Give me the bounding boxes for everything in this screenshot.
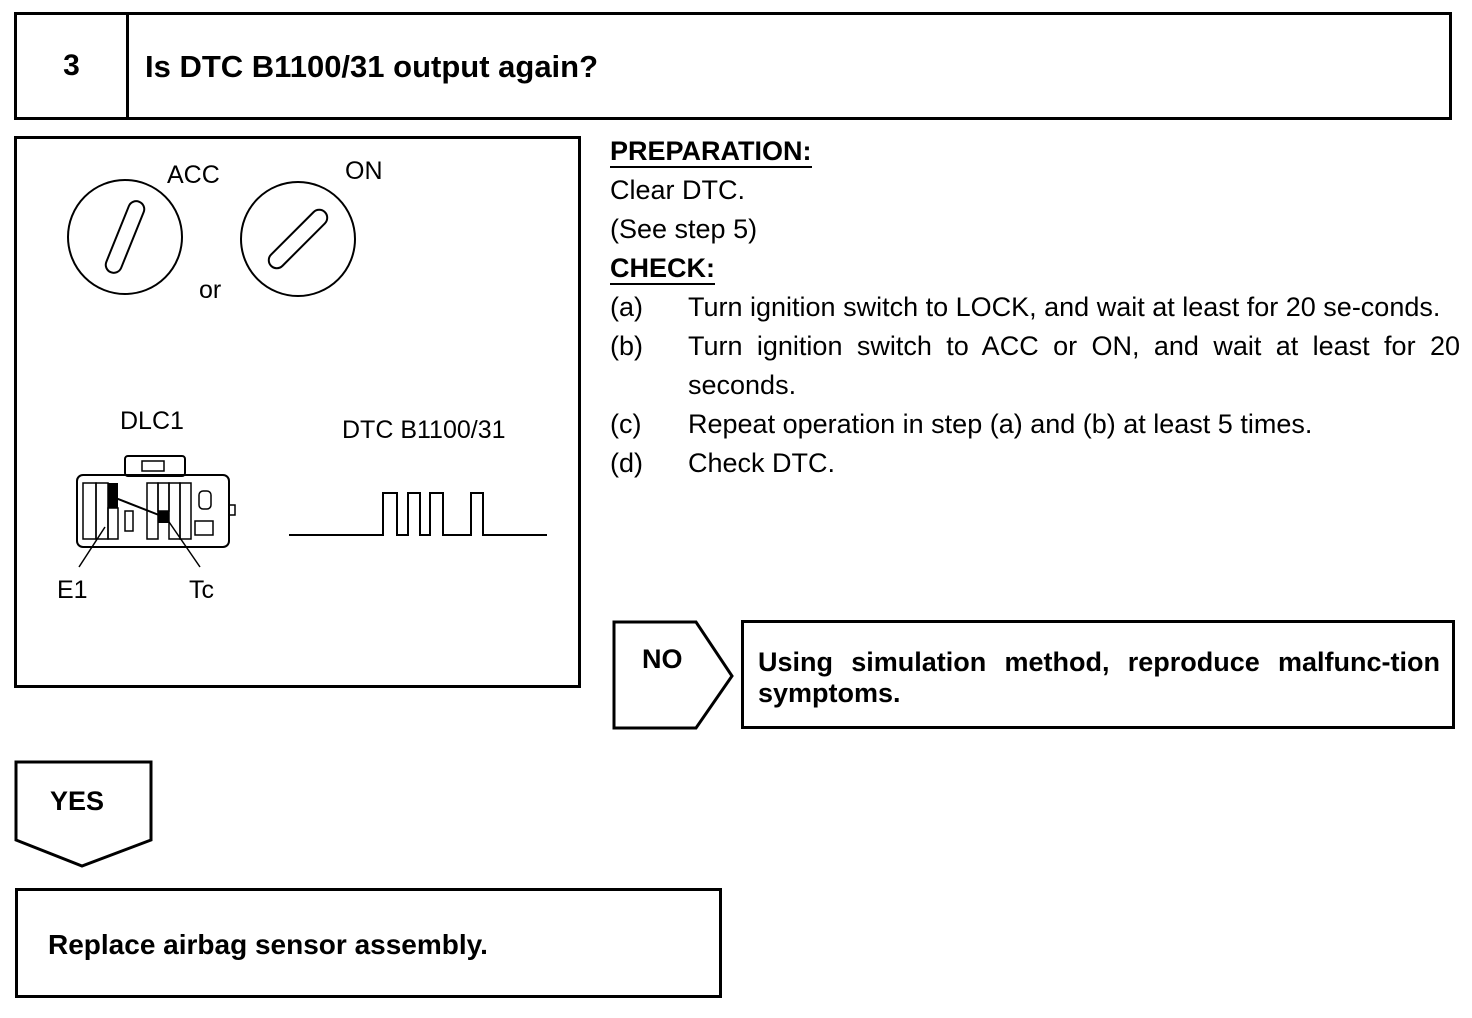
preparation-line: Clear DTC. — [610, 175, 746, 205]
check-step: (c) Repeat operation in step (a) and (b)… — [610, 405, 1460, 444]
dtc-code-label: DTC B1100/31 — [342, 416, 506, 444]
check-heading: CHECK: — [610, 253, 715, 285]
final-action-text: Replace airbag sensor assembly. — [48, 929, 488, 960]
on-label: ON — [345, 157, 383, 185]
check-step: (a) Turn ignition switch to LOCK, and wa… — [610, 288, 1460, 327]
yes-label: YES — [50, 786, 105, 816]
check-step-letter: (c) — [610, 409, 642, 439]
or-label: or — [199, 276, 222, 304]
no-arrow-shape — [612, 620, 734, 730]
procedure-text: PREPARATION: Clear DTC. (See step 5) CHE… — [610, 132, 1460, 483]
e1-terminal-label: E1 — [57, 576, 88, 604]
no-action-text: Using simulation method, reproduce malfu… — [758, 647, 1440, 708]
acc-label: ACC — [167, 161, 220, 189]
check-step-letter: (d) — [610, 448, 643, 478]
final-action-box: Replace airbag sensor assembly. — [15, 888, 722, 998]
diagram-drawing — [67, 179, 547, 568]
check-step-text: Turn ignition switch to LOCK, and wait a… — [688, 292, 1441, 322]
check-step-letter: (a) — [610, 292, 643, 322]
check-step-text: Turn ignition switch to ACC or ON, and w… — [688, 331, 1460, 400]
dlc1-label: DLC1 — [120, 407, 184, 435]
yes-arrow-shape — [14, 760, 153, 868]
on-key-cylinder-icon — [240, 181, 356, 297]
step-header: 3 Is DTC B1100/31 output again? — [14, 12, 1452, 120]
check-step-letter: (b) — [610, 331, 643, 361]
tc-terminal-label: Tc — [189, 576, 214, 604]
check-step: (d) Check DTC. — [610, 444, 1460, 483]
step-question: Is DTC B1100/31 output again? — [145, 49, 599, 84]
check-step: (b) Turn ignition switch to ACC or ON, a… — [610, 327, 1460, 405]
check-step-text: Repeat operation in step (a) and (b) at … — [688, 409, 1313, 439]
check-step-text: Check DTC. — [688, 448, 836, 478]
no-label: NO — [642, 644, 683, 674]
step-number: 3 — [17, 15, 129, 117]
acc-key-cylinder-icon — [67, 179, 183, 295]
no-action-box: Using simulation method, reproduce malfu… — [741, 620, 1455, 729]
preparation-line: (See step 5) — [610, 214, 758, 244]
dlc1-connector-icon — [76, 455, 236, 568]
dtc-waveform — [289, 492, 547, 536]
preparation-heading: PREPARATION: — [610, 136, 812, 168]
diagram-figure: ACC ON or DLC1 DTC B1100/31 E1 Tc — [14, 136, 581, 688]
